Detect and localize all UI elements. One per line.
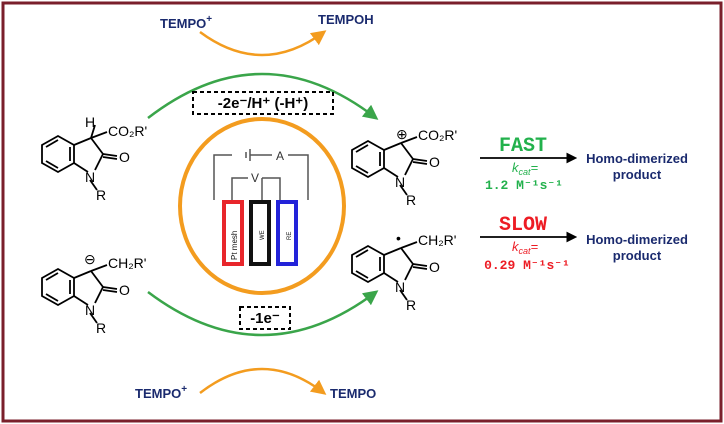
rate-fast-value: 1.2 M⁻¹s⁻¹ [485,178,563,193]
electrode-reference [276,200,298,266]
electrode-pt-mesh-label: Pt mesh [230,231,239,260]
top-right-r: R [406,192,416,208]
top-right-substituent: CO₂R' [418,127,457,143]
bottom-left-charge: ⊖ [84,251,96,267]
step-label-top: -2e⁻/H⁺ (-H⁺) [218,95,308,112]
top-left-h: H [85,114,95,130]
bottom-right-radical: • [396,230,401,246]
molecule-bottom-left [41,264,118,324]
voltmeter-label: V [251,171,259,185]
electrode-working [249,200,271,266]
bottom-left-n: N [85,302,95,318]
bottom-right-substituent: CH₂R' [418,232,456,248]
molecule-top-right [351,136,428,196]
top-left-o: O [119,149,130,165]
top-right-n: N [395,174,405,190]
electrochemical-cell: A V Pt mesh WE RE [178,117,346,295]
bottom-left-r: R [96,320,106,336]
rate-fast-label: FAST [499,135,547,158]
top-right-o: O [429,154,440,170]
top-right-charge: ⊕ [396,126,408,142]
top-left-r: R [96,187,106,203]
electrode-pt-mesh [222,200,244,266]
rate-slow: SLOW kcat= 0.29 M⁻¹s⁻¹ Homo-dimerized pr… [480,214,688,273]
bottom-left-o: O [119,282,130,298]
reagent-tempo-plus-top: TEMPO+ [160,14,212,31]
top-left-substituent: CO₂R' [108,123,147,139]
molecule-top-left [41,124,118,191]
step-label-bottom: -1e⁻ [250,310,280,327]
rate-slow-value: 0.29 M⁻¹s⁻¹ [484,258,570,273]
rate-fast: FAST kcat= 1.2 M⁻¹s⁻¹ Homo-dimerized pro… [480,135,688,193]
step-box-bottom [239,306,291,330]
product-slow-line1: Homo-dimerized [586,232,688,247]
molecule-bottom-right [351,241,428,301]
product-slow-line2: product [613,248,662,263]
bottom-right-r: R [406,297,416,313]
bottom-left-substituent: CH₂R' [108,255,146,271]
orange-arc-top [199,30,327,57]
reagent-tempoh: TEMPOH [318,12,374,27]
product-fast-line2: product [613,167,662,182]
reagent-tempo-bottom: TEMPO [330,386,376,401]
top-left-n: N [85,169,95,185]
step-box-top [192,91,334,115]
electrode-re-label: RE [287,232,293,240]
rate-slow-kcat: kcat= [512,239,539,256]
rate-fast-kcat: kcat= [512,160,539,177]
green-arc-bottom [147,290,379,337]
orange-arc-bottom [199,367,327,395]
rate-slow-label: SLOW [499,214,547,237]
bottom-right-o: O [429,259,440,275]
ammeter-label: A [276,149,284,163]
product-fast-line1: Homo-dimerized [586,151,688,166]
electrode-we-label: WE [260,230,266,240]
green-arc-top [147,72,379,120]
bottom-right-n: N [395,279,405,295]
reagent-tempo-plus-bottom: TEMPO+ [135,384,187,401]
